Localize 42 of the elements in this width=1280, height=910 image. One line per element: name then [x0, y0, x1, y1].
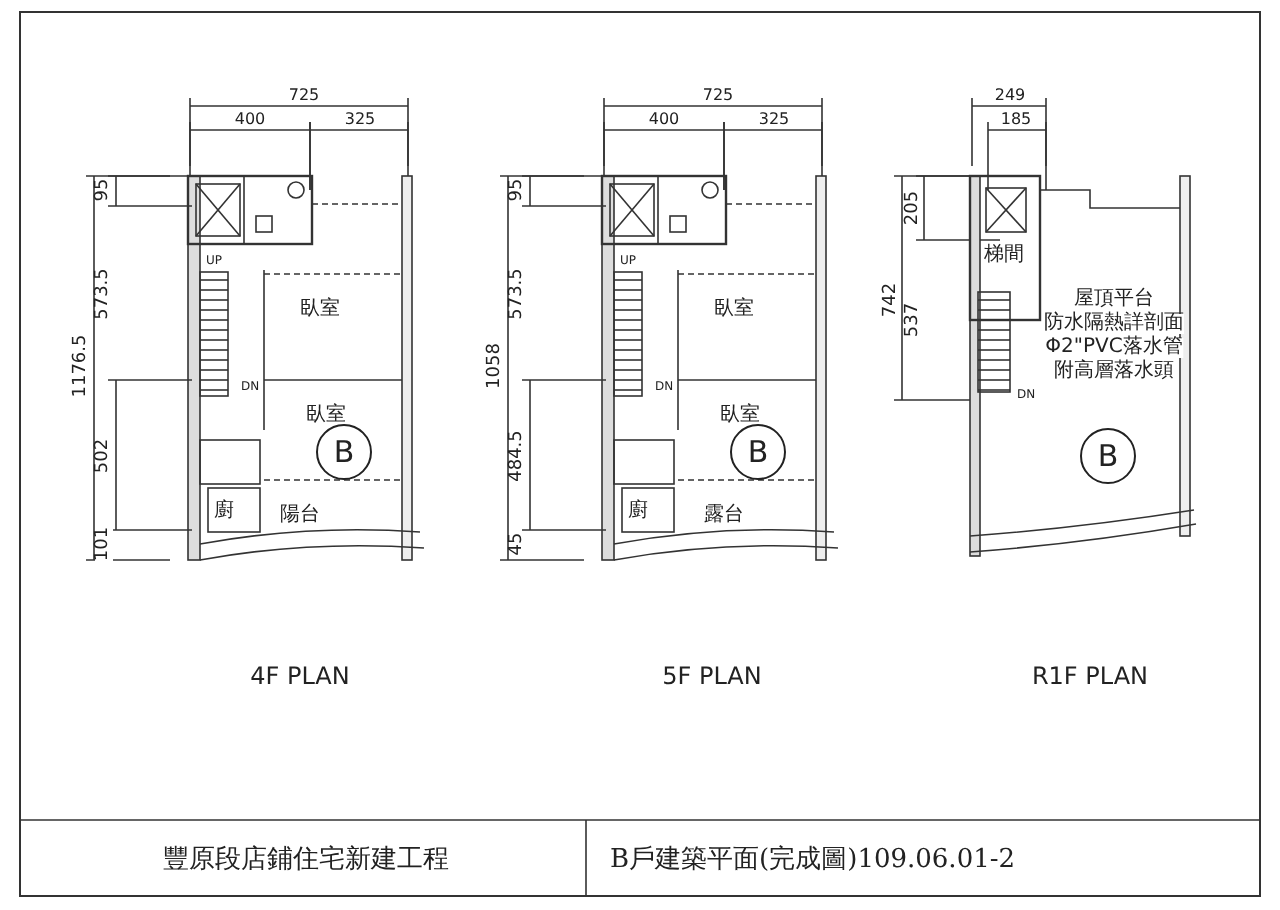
dimension-text: 249: [994, 88, 1026, 104]
unit-circle: B: [316, 424, 372, 480]
room-label: 陽台: [280, 506, 320, 526]
dimension-text: 205: [905, 190, 923, 226]
note-text: 附高層落水頭: [1054, 362, 1174, 382]
dimension-text: 325: [344, 112, 376, 128]
room-label: 廚: [628, 502, 648, 522]
room-label: 廚: [214, 502, 234, 522]
unit-circle: B: [1080, 428, 1136, 484]
room-label: 臥室: [720, 406, 760, 426]
room-label: 臥室: [714, 300, 754, 320]
dimension-text: 484.5: [509, 430, 527, 482]
dimension-text: 725: [702, 88, 734, 104]
dimension-text: 537: [905, 302, 923, 338]
note-text: 防水隔熱詳剖面: [1044, 314, 1184, 334]
dimension-text: 325: [758, 112, 790, 128]
dimension-text: 95: [509, 178, 527, 202]
room-label: 臥室: [300, 300, 340, 320]
note-text: 屋頂平台: [1074, 290, 1154, 310]
room-label: 臥室: [306, 406, 346, 426]
room-label: 露台: [704, 506, 744, 526]
dimension-text: 400: [234, 112, 266, 128]
dimension-text: 573.5: [509, 268, 527, 320]
room-label: 梯間: [984, 246, 1024, 266]
dimension-text: 185: [1000, 112, 1032, 128]
dimension-text: 45: [509, 532, 527, 556]
dimension-text: 101: [95, 526, 113, 562]
dimension-text: 502: [95, 438, 113, 474]
dimension-text: 400: [648, 112, 680, 128]
dimension-text: 1058: [487, 343, 505, 389]
note-text: Φ2"PVC落水管: [1045, 338, 1183, 358]
plan-title: 5F PLAN: [662, 664, 762, 688]
dimension-text: 573.5: [95, 268, 113, 320]
plan-title: R1F PLAN: [1031, 664, 1149, 688]
title-block-text: 豐原段店鋪住宅新建工程: [163, 847, 449, 873]
dimension-text: 1176.5: [73, 334, 91, 398]
plan-title: 4F PLAN: [250, 664, 350, 688]
dimension-text: 725: [288, 88, 320, 104]
dimension-text: 95: [95, 178, 113, 202]
unit-circle: B: [730, 424, 786, 480]
dimension-text: 742: [883, 282, 901, 318]
title-block-text: B戶建築平面(完成圖)109.06.01-2: [610, 847, 1016, 873]
